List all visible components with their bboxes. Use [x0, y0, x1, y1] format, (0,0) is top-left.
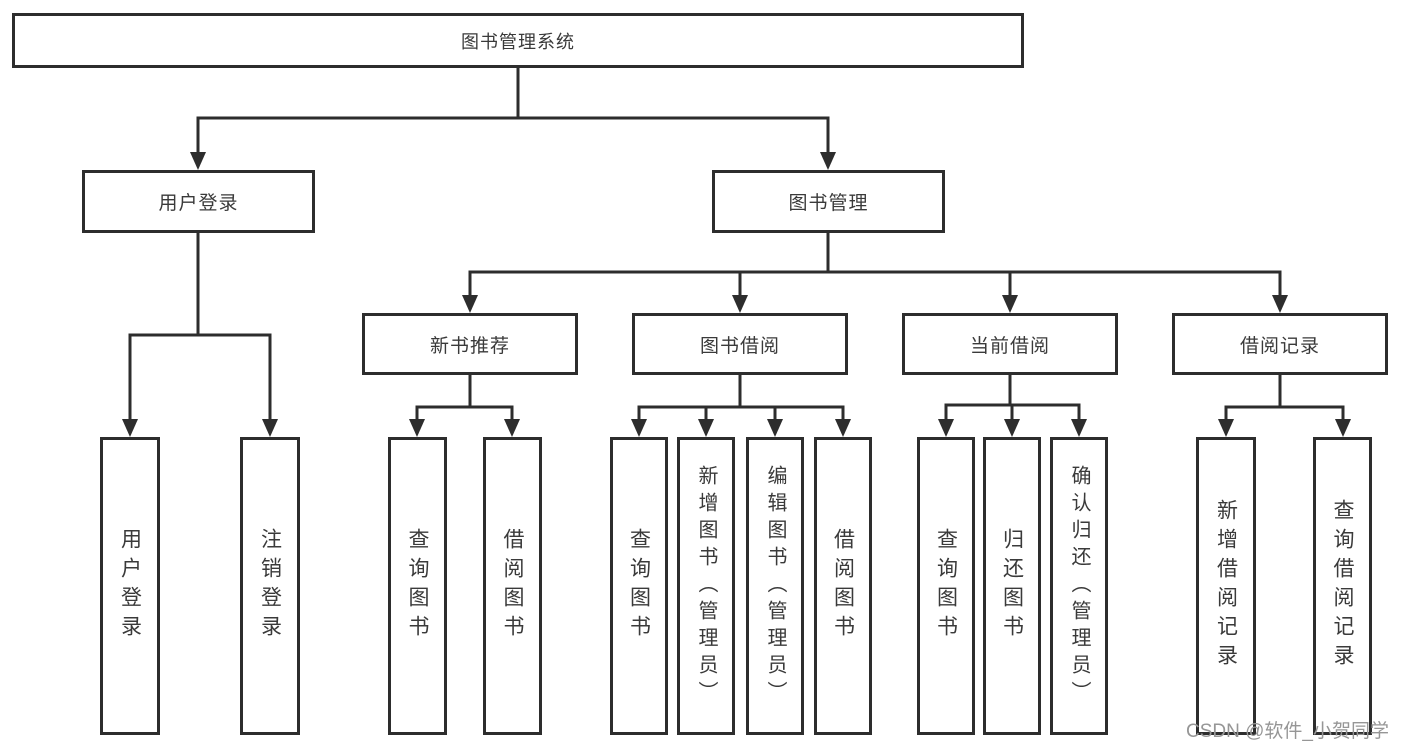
leaf-add-books-admin: 新增图书（管理员）: [677, 437, 735, 735]
leaf-user-login: 用户登录: [100, 437, 160, 735]
node-book-management: 图书管理: [712, 170, 945, 233]
csdn-watermark: CSDN @软件_小贺同学: [1186, 721, 1389, 742]
node-new-book-recommendation: 新书推荐: [362, 313, 578, 375]
leaf-borrow-books-recommend: 借阅图书: [483, 437, 542, 735]
leaf-return-books: 归还图书: [983, 437, 1041, 735]
leaf-borrow-books: 借阅图书: [814, 437, 872, 735]
leaf-add-borrow-record: 新增借阅记录: [1196, 437, 1256, 735]
node-book-borrowing: 图书借阅: [632, 313, 848, 375]
node-borrowing-records: 借阅记录: [1172, 313, 1388, 375]
leaf-query-borrow-record: 查询借阅记录: [1313, 437, 1372, 735]
node-library-management-system: 图书管理系统: [12, 13, 1024, 68]
leaf-query-books-borrow: 查询图书: [610, 437, 668, 735]
leaf-query-books-current: 查询图书: [917, 437, 975, 735]
leaf-query-books-recommend: 查询图书: [388, 437, 447, 735]
node-user-login: 用户登录: [82, 170, 315, 233]
leaf-edit-books-admin: 编辑图书（管理员）: [746, 437, 804, 735]
node-current-borrowing: 当前借阅: [902, 313, 1118, 375]
leaf-confirm-return-admin: 确认归还（管理员）: [1050, 437, 1108, 735]
leaf-logout: 注销登录: [240, 437, 300, 735]
